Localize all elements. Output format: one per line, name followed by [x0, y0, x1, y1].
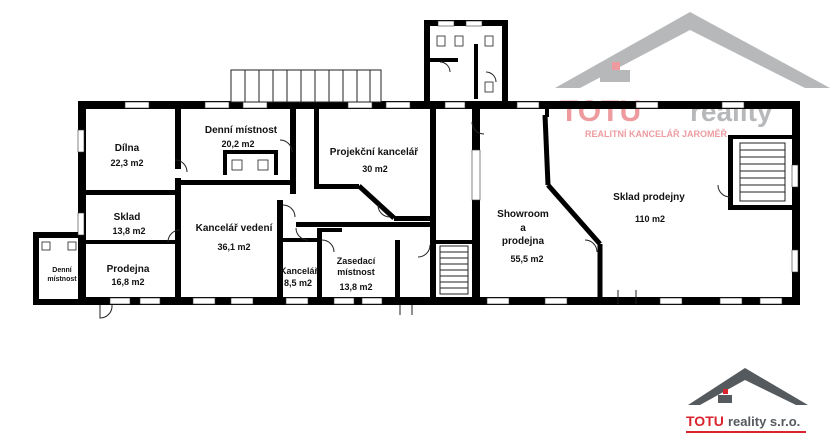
- logo-house-icon: [688, 368, 808, 405]
- room-name-denni-mistnost-small-line-2: místnost: [47, 276, 77, 283]
- external-stairs: [230, 69, 382, 103]
- watermark-tagline: REALITNÍ KANCELÁŘ JAROMĚŘ: [585, 128, 728, 139]
- company-logo: TOTU reality s.r.o.: [686, 368, 808, 433]
- logo-underline: [686, 431, 806, 433]
- room-name-showroom-line-2: a: [520, 223, 526, 234]
- room-name-projekcni-kancelar: Projekční kancelář: [330, 147, 418, 158]
- watermark-brand: TOTU: [560, 95, 641, 128]
- room-name-kancelar-vedeni: Kancelář vedení: [196, 223, 274, 234]
- watermark: TOTU reality REALITNÍ KANCELÁŘ JAROMĚŘ: [555, 12, 830, 139]
- walls: [33, 20, 800, 305]
- logo-suffix: reality s.r.o.: [728, 414, 800, 429]
- room-area-sklad-prodejny: 110 m2: [635, 214, 665, 224]
- sanitary-fixtures: [41, 35, 494, 251]
- room-area-showroom: 55,5 m2: [510, 254, 543, 264]
- room-area-zasedaci: 13,8 m2: [339, 282, 372, 292]
- room-name-dilna: Dílna: [115, 143, 140, 154]
- room-name-sklad: Sklad: [114, 212, 141, 223]
- internal-stairs: [439, 142, 786, 295]
- logo-brand: TOTU: [686, 413, 724, 429]
- room-name-denni-mistnost-small-line-1: Denní: [52, 267, 73, 274]
- doors: [99, 61, 731, 319]
- room-name-denni-mistnost: Denní místnost: [205, 125, 278, 136]
- room-area-kancelar-vedeni: 36,1 m2: [217, 242, 250, 252]
- room-name-sklad-prodejny: Sklad prodejny: [613, 192, 685, 203]
- watermark-house-icon: [555, 12, 830, 88]
- room-name-prodejna: Prodejna: [107, 264, 150, 275]
- room-name-zasedaci-line-2: místnost: [337, 267, 375, 277]
- room-labels: Dílna 22,3 m2 Denní místnost 20,2 m2 Pro…: [47, 125, 685, 292]
- room-name-kancelar: Kancelář: [280, 266, 319, 276]
- room-area-kancelar: 8,5 m2: [284, 278, 312, 288]
- room-name-showroom-line-3: prodejna: [502, 236, 545, 247]
- windows: [77, 20, 799, 305]
- room-name-zasedaci-line-1: Zasedací: [337, 256, 376, 266]
- room-name-showroom-line-1: Showroom: [497, 209, 549, 220]
- watermark-suffix: reality: [690, 96, 773, 127]
- diagonal-walls: [357, 114, 603, 300]
- room-area-projekcni-kancelar: 30 m2: [362, 164, 388, 174]
- room-area-denni-mistnost: 20,2 m2: [221, 139, 254, 149]
- room-area-prodejna: 16,8 m2: [111, 277, 144, 287]
- room-area-dilna: 22,3 m2: [110, 158, 143, 168]
- room-area-sklad: 13,8 m2: [112, 226, 145, 236]
